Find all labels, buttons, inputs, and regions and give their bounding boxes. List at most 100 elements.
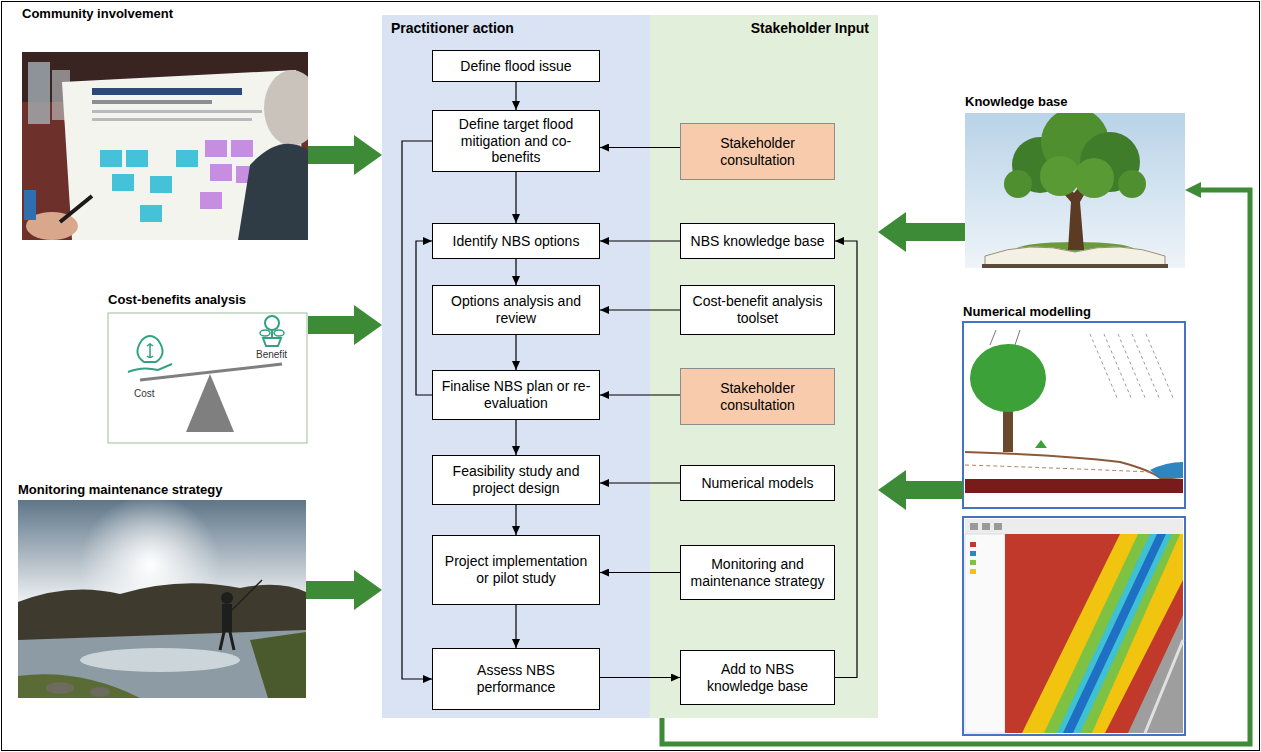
flow-arrow — [515, 259, 516, 285]
box-label: Project implementation or pilot study — [439, 553, 593, 587]
hydrology-model-image-part — [965, 452, 1183, 480]
hydrology-model-image-part — [963, 322, 1185, 508]
cost-benefit-illustration-part — [147, 343, 153, 358]
lane-band: Stakeholder consultationNBS knowledge ba… — [650, 15, 878, 718]
tree-book-image-part — [1004, 170, 1032, 198]
process-box: Assess NBS performance — [432, 648, 600, 710]
community-photo-part — [60, 196, 92, 222]
box-label: Monitoring and maintenance strategy — [687, 556, 828, 590]
flow-arrow — [515, 605, 516, 648]
input-box: Stakeholder consultation — [680, 123, 835, 180]
flow-arrow — [600, 482, 680, 483]
tree-book-image-part — [1040, 156, 1080, 196]
panel-heading: Cost-benefits analysis — [108, 292, 308, 308]
river-photo-part — [80, 648, 240, 672]
flood-map-screenshot-part — [963, 517, 1185, 735]
box-label: Stakeholder consultation — [687, 380, 828, 414]
hydrology-model-image-part — [1150, 462, 1183, 478]
community-photo-part — [92, 110, 262, 113]
cost-benefit-illustration-part — [186, 374, 234, 432]
flow-arrow — [835, 241, 857, 678]
block-arrow — [306, 581, 362, 599]
box-label: Stakeholder consultation — [687, 135, 828, 169]
community-photo-part — [231, 140, 253, 157]
flood-map-screenshot-part — [982, 523, 990, 530]
river-photo-part — [232, 580, 262, 610]
image-panel: Knowledge base — [965, 94, 1185, 269]
community-photo-part — [200, 192, 222, 209]
tree-book-image-part — [982, 264, 1168, 268]
community-photo-part — [140, 205, 162, 222]
flood-map-screenshot-part — [1005, 534, 1183, 733]
block-arrow — [898, 223, 965, 241]
community-photo-part — [28, 62, 50, 124]
block-arrow — [308, 146, 362, 164]
process-box: Define flood issue — [432, 50, 600, 82]
community-photo — [22, 52, 308, 240]
flow-arrow — [416, 241, 432, 395]
community-photo-part — [150, 176, 172, 193]
cost-benefit-illustration-part — [274, 330, 284, 336]
process-box: Finalise NBS plan or re-evaluation — [432, 370, 600, 420]
image-panel: Numerical modelling — [963, 304, 1186, 736]
cost-benefit-illustration-part — [128, 364, 172, 372]
panel-heading: Numerical modelling — [963, 304, 1186, 320]
flood-map-screenshot-part — [970, 560, 976, 565]
photo-panel: Community involvement — [22, 6, 308, 240]
process-box: Define target flood mitigation and co-be… — [432, 110, 600, 172]
flow-arrow — [515, 505, 516, 535]
input-box: NBS knowledge base — [680, 223, 835, 259]
river-photo-part — [230, 632, 234, 650]
box-label: Cost-benefit analysis toolset — [687, 293, 828, 327]
community-photo-part — [238, 144, 308, 240]
flow-arrow — [402, 141, 432, 679]
input-box: Cost-benefit analysis toolset — [680, 285, 835, 335]
illustration-panel: Cost-benefits analysisCost Benefit — [108, 292, 308, 444]
box-label: Assess NBS performance — [439, 662, 593, 696]
flow-arrow — [600, 394, 680, 395]
lane-band: Define flood issueDefine target flood mi… — [382, 15, 650, 718]
cost-benefit-illustration-part — [260, 330, 270, 336]
hydrology-model-image-part — [965, 479, 1183, 493]
panel-heading: Monitoring maintenance strategy — [18, 482, 306, 498]
input-box: Stakeholder consultation — [680, 368, 835, 425]
box-label: Numerical models — [701, 475, 813, 492]
cost-benefit-illustration — [108, 313, 307, 443]
cost-benefit-illustration-part — [263, 338, 281, 346]
input-box: Monitoring and maintenance strategy — [680, 545, 835, 600]
tree-book-image-part — [1118, 170, 1146, 198]
hydrology-model-image-part — [1104, 334, 1132, 400]
river-photo-part — [221, 592, 233, 604]
flow-arrow — [600, 240, 680, 241]
box-label: Identify NBS options — [453, 233, 580, 250]
tree-book-image — [965, 113, 1185, 268]
photo-panel: Monitoring maintenance strategy — [18, 482, 306, 699]
block-arrow — [898, 481, 963, 499]
community-photo-part — [24, 190, 36, 220]
flood-map-screenshot-part — [965, 519, 1183, 534]
box-label: NBS knowledge base — [691, 233, 825, 250]
flood-map-screenshot-part — [1145, 640, 1183, 733]
process-box: Project implementation or pilot study — [432, 535, 600, 605]
cost-benefit-illustration-part — [265, 316, 279, 330]
cost-benefit-illustration-part — [271, 330, 273, 338]
flood-map-screenshot-part — [965, 534, 1005, 733]
flow-arrow — [515, 172, 516, 223]
flow-arrow — [515, 82, 516, 110]
box-label: Define target flood mitigation and co-be… — [439, 116, 593, 166]
lane-heading: Practitioner action — [391, 20, 641, 37]
lane-heading: Stakeholder Input — [659, 20, 869, 37]
icon-label: Benefit — [256, 349, 287, 360]
flood-map-screenshot-part — [1022, 534, 1183, 733]
hydrology-model-image-part — [1035, 440, 1047, 448]
icon-label: Cost — [134, 388, 155, 399]
hydrology-model-image — [963, 322, 1185, 508]
community-photo-part — [112, 174, 134, 191]
community-photo-part — [92, 88, 242, 95]
community-photo-part — [205, 140, 227, 157]
tree-book-image-part — [1074, 158, 1114, 198]
flood-map-screenshot-part — [970, 523, 978, 530]
